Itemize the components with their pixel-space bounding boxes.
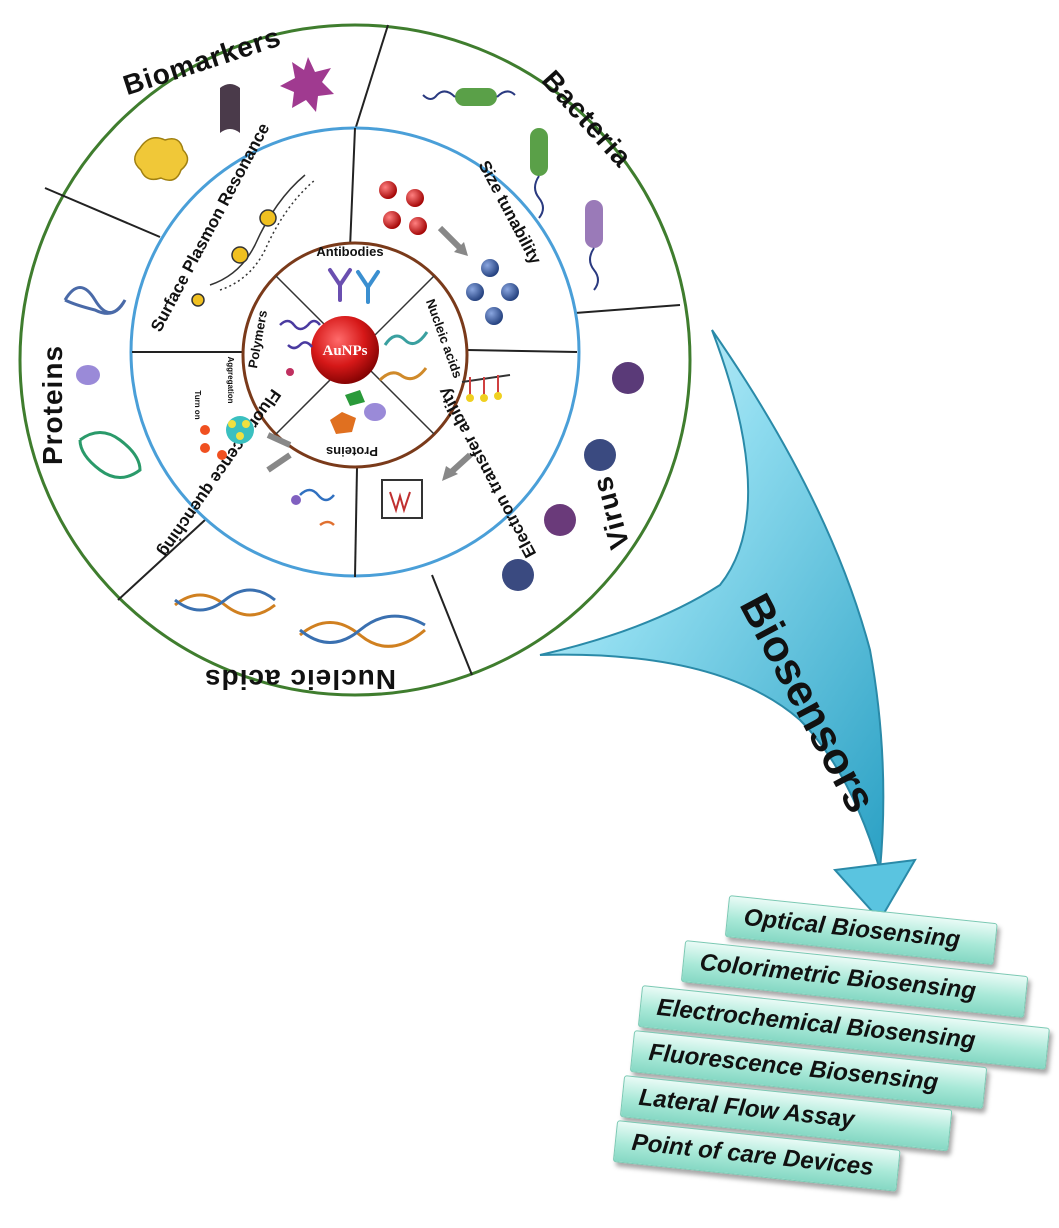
virus-icon	[502, 362, 644, 591]
nanoparticle-cluster-red-icon	[379, 181, 427, 235]
outer-label-proteins: Proteins	[37, 345, 68, 465]
mid-label-turn-on: Turn on	[193, 390, 202, 419]
protein-shapes-icon	[330, 390, 386, 434]
size-arrow-icon	[437, 225, 468, 256]
nanoparticle-cluster-blue-icon	[466, 259, 519, 325]
mid-label-aggregation: Aggregation	[226, 356, 235, 403]
biomarker-shapes-icon	[134, 57, 334, 181]
dna-helix-icon	[174, 588, 426, 648]
polymer-chain-icon	[279, 319, 321, 376]
quench-arrow-icon	[266, 432, 292, 473]
center-label: AuNPs	[322, 343, 367, 359]
voltammogram-icon	[381, 479, 423, 519]
inner-label-antibodies: Antibodies	[316, 244, 383, 259]
aunps-center	[311, 316, 379, 384]
arrow-head	[832, 858, 917, 922]
outer-label-nucleic-acids: Nucleic acids	[204, 664, 396, 695]
dna-strand-icon	[378, 331, 429, 382]
transfer-arrow-icon	[442, 452, 473, 481]
spr-wave-icon	[191, 174, 316, 307]
outer-dividers	[44, 24, 681, 676]
quenching-cluster-icon	[200, 416, 254, 460]
antibody-icon	[328, 268, 380, 304]
probe-strand-icon	[291, 488, 335, 527]
electrode-icon	[461, 374, 511, 402]
bacteria-icon	[422, 88, 603, 291]
protein-structure-icon	[63, 286, 142, 479]
biosensors-arrow	[539, 329, 885, 871]
inner-label-proteins: Proteins	[326, 444, 378, 459]
middle-dividers	[132, 127, 578, 578]
